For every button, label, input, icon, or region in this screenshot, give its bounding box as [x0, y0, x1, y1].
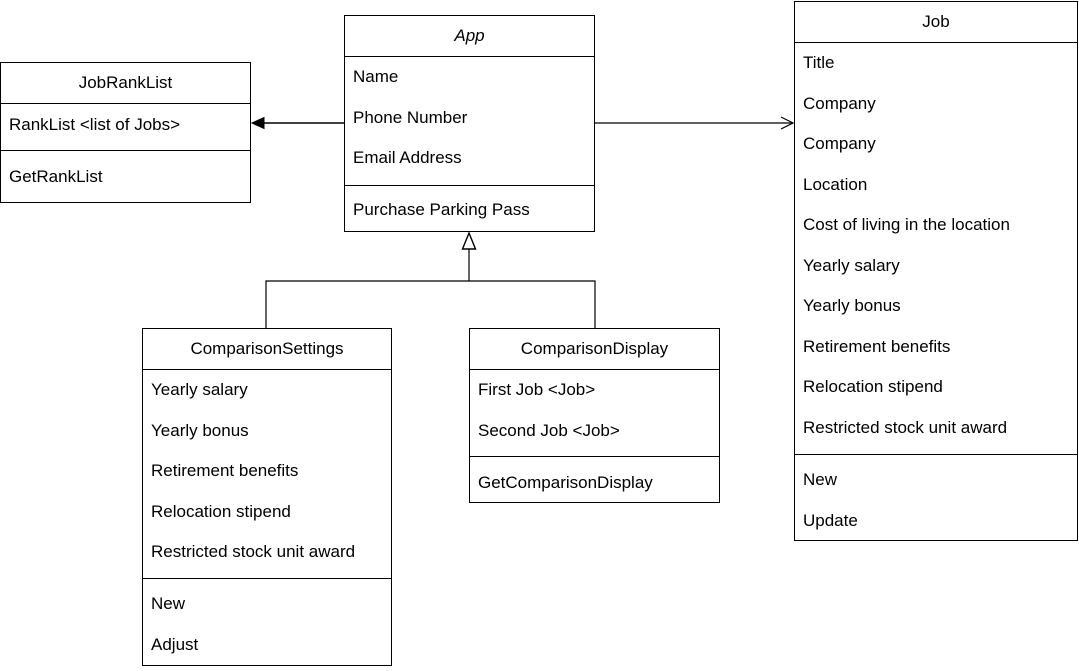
app-to-job-association	[595, 116, 795, 130]
operation: Adjust	[151, 634, 199, 654]
class-job[interactable]: Job Title Company Company Location Cost …	[794, 1, 1078, 541]
filled-arrowhead-icon	[250, 116, 265, 130]
class-app-attributes: Name Phone Number Email Address	[345, 57, 594, 186]
class-app-name: App	[345, 16, 594, 57]
attribute: Restricted stock unit award	[151, 542, 356, 561]
attribute: Company	[803, 134, 876, 153]
attribute: Cost of living in the location	[803, 215, 1010, 234]
attribute: Yearly bonus	[151, 420, 249, 440]
class-job-operations: New Update	[795, 455, 1077, 541]
attribute: Relocation stipend	[803, 377, 943, 396]
class-jobranklist[interactable]: JobRankList RankList <list of Jobs> GetR…	[0, 62, 251, 203]
attribute: Email Address	[353, 148, 462, 167]
attribute: RankList <list of Jobs>	[9, 115, 181, 134]
attribute: Retirement benefits	[151, 461, 299, 480]
operation: Purchase Parking Pass	[353, 200, 530, 219]
app-to-jobranklist-association	[250, 116, 345, 130]
attribute: Relocation stipend	[151, 501, 291, 521]
open-arrowhead-icon	[780, 116, 795, 130]
class-job-name: Job	[795, 2, 1077, 43]
class-comparisondisplay-operations: GetComparisonDisplay	[470, 457, 719, 504]
class-jobranklist-attributes: RankList <list of Jobs>	[1, 104, 250, 151]
attribute: Retirement benefits	[803, 336, 951, 356]
class-comparisonsettings-attributes: Yearly salary Yearly bonus Retirement be…	[143, 370, 391, 579]
attribute: Yearly bonus	[803, 296, 901, 315]
class-comparisondisplay-name: ComparisonDisplay	[470, 329, 719, 370]
class-jobranklist-operations: GetRankList	[1, 151, 250, 198]
attribute: Yearly salary	[151, 380, 248, 399]
attribute: Restricted stock unit award	[803, 417, 1008, 437]
class-comparisonsettings[interactable]: ComparisonSettings Yearly salary Yearly …	[142, 328, 392, 666]
operation: GetRankList	[9, 167, 103, 186]
attribute: Title	[803, 53, 835, 72]
operation: New	[151, 594, 186, 613]
attribute: Company	[803, 93, 876, 113]
operation: GetComparisonDisplay	[478, 473, 653, 492]
attribute: First Job <Job>	[478, 380, 596, 399]
attribute: Name	[353, 67, 399, 86]
class-comparisonsettings-operations: New Adjust	[143, 579, 391, 665]
generalization-to-app	[265, 231, 596, 328]
class-job-attributes: Title Company Company Location Cost of l…	[795, 43, 1077, 455]
class-comparisonsettings-name: ComparisonSettings	[143, 329, 391, 370]
operation: New	[803, 470, 838, 489]
attribute: Second Job <Job>	[478, 420, 620, 440]
attribute: Yearly salary	[803, 255, 900, 275]
class-comparisondisplay-attributes: First Job <Job> Second Job <Job>	[470, 370, 719, 457]
class-comparisondisplay[interactable]: ComparisonDisplay First Job <Job> Second…	[469, 328, 720, 503]
operation: Update	[803, 510, 858, 530]
class-jobranklist-name: JobRankList	[1, 63, 250, 104]
inheritance-triangle-icon	[461, 231, 477, 250]
class-app-operations: Purchase Parking Pass	[345, 186, 594, 231]
attribute: Phone Number	[353, 107, 468, 127]
class-app[interactable]: App Name Phone Number Email Address Purc…	[344, 15, 595, 232]
attribute: Location	[803, 174, 868, 194]
